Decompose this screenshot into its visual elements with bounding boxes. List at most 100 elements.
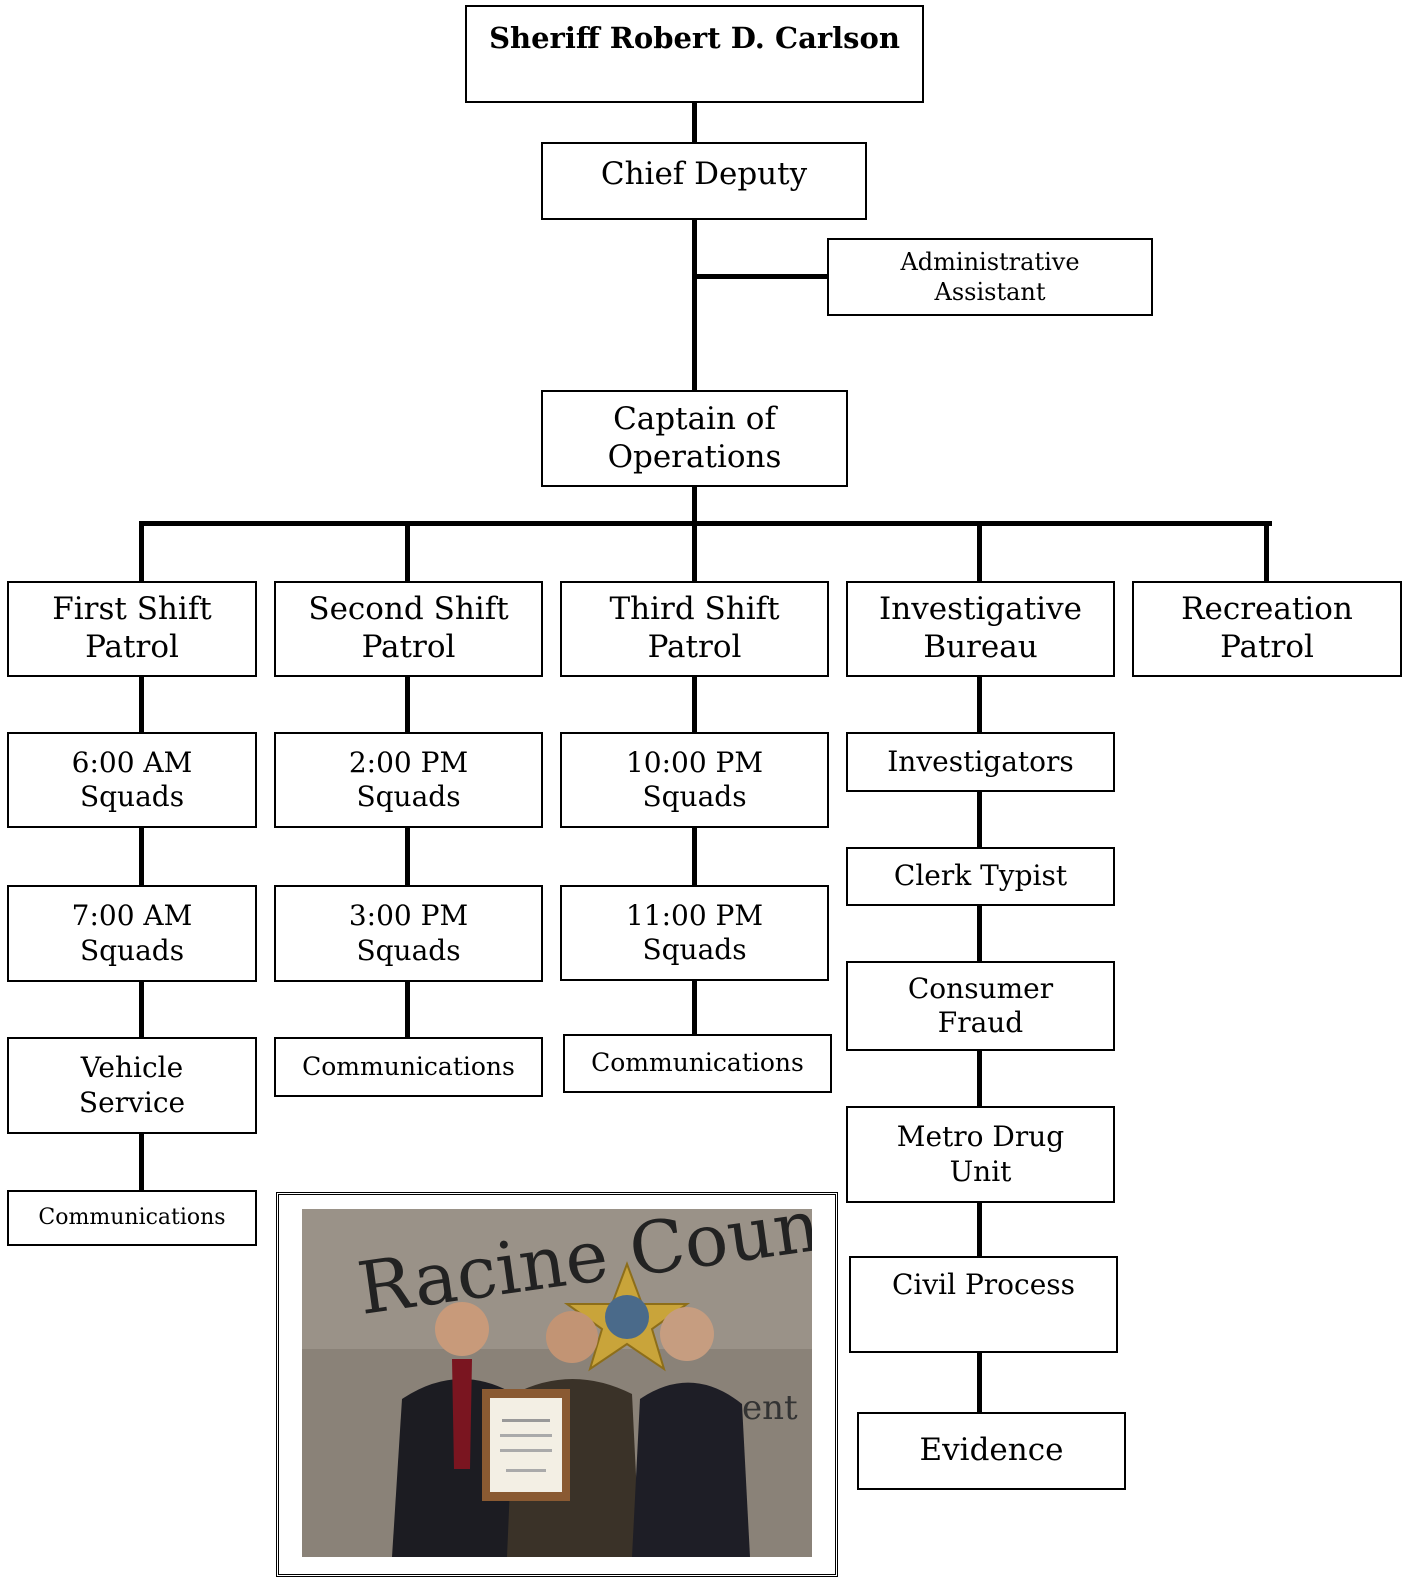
squad-label: Squads <box>642 933 747 966</box>
person-middle-head <box>546 1311 598 1363</box>
chief-deputy-box: Chief Deputy <box>541 142 867 220</box>
connector <box>1264 521 1269 583</box>
connector <box>977 1050 982 1108</box>
connector <box>405 981 410 1039</box>
metro-drug-line2: Unit <box>949 1154 1012 1188</box>
admin-assistant-box: Administrative Assistant <box>827 238 1153 316</box>
captain-line2: Operations <box>607 438 782 475</box>
person-left-head <box>435 1302 489 1356</box>
recreation-patrol-box: Recreation Patrol <box>1132 581 1402 677</box>
first-shift-box: First Shift Patrol <box>7 581 257 677</box>
squad-time: 2:00 PM <box>348 745 469 779</box>
person-right-suit <box>632 1382 750 1557</box>
vehicle-line2: Service <box>78 1085 186 1119</box>
civil-process-box: Civil Process <box>849 1256 1118 1353</box>
third-shift-line1: Third Shift <box>609 591 780 628</box>
connector <box>692 676 697 734</box>
first-shift-line2: Patrol <box>85 629 179 665</box>
chief-deputy-label: Chief Deputy <box>600 156 808 192</box>
connector <box>405 521 410 583</box>
vehicle-line1: Vehicle <box>80 1051 184 1085</box>
squad-label: Squads <box>79 933 185 967</box>
connector <box>977 1352 982 1414</box>
connector <box>139 521 1272 526</box>
squad-time: 10:00 PM <box>625 745 764 779</box>
squad-label: Squads <box>356 780 461 813</box>
admin-assistant-line2: Assistant <box>934 278 1046 306</box>
communications-label: Communications <box>591 1048 804 1078</box>
connector <box>405 676 410 734</box>
recreation-line1: Recreation <box>1181 591 1353 628</box>
admin-assistant-line1: Administrative <box>900 248 1080 276</box>
second-communications-box: Communications <box>274 1037 543 1097</box>
connector <box>977 905 982 963</box>
investigators-label: Investigators <box>887 744 1074 778</box>
certificate-icon <box>490 1398 562 1492</box>
person-left-tie <box>452 1359 472 1469</box>
photo-wall-text-2: ent <box>742 1388 798 1428</box>
seal-icon <box>605 1295 649 1339</box>
third-shift-line2: Patrol <box>647 629 742 665</box>
sheriff-box: Sheriff Robert D. Carlson <box>465 5 924 103</box>
consumer-fraud-box: Consumer Fraud <box>846 961 1115 1051</box>
vehicle-service-box: Vehicle Service <box>7 1037 257 1134</box>
squad-time: 11:00 PM <box>625 898 764 932</box>
second-squad-3pm-box: 3:00 PM Squads <box>274 885 543 982</box>
connector <box>692 218 697 392</box>
second-shift-box: Second Shift Patrol <box>274 581 543 677</box>
second-shift-line2: Patrol <box>361 629 456 665</box>
connector <box>692 102 697 144</box>
person-right-head <box>660 1307 714 1361</box>
squad-label: Squads <box>356 933 461 967</box>
third-communications-box: Communications <box>563 1034 832 1093</box>
first-squad-6am-box: 6:00 AM Squads <box>7 732 257 828</box>
consumer-fraud-line1: Consumer <box>907 971 1054 1005</box>
communications-label: Communications <box>38 1204 226 1230</box>
second-shift-line1: Second Shift <box>308 591 509 628</box>
first-squad-7am-box: 7:00 AM Squads <box>7 885 257 982</box>
clerk-typist-label: Clerk Typist <box>893 859 1068 893</box>
squad-time: 6:00 AM <box>71 745 193 779</box>
connector <box>692 486 697 524</box>
award-photo: Racine Coun ent <box>302 1209 812 1557</box>
investigators-box: Investigators <box>846 732 1115 792</box>
squad-label: Squads <box>642 780 747 813</box>
connector <box>977 791 982 849</box>
award-photo-frame: Racine Coun ent <box>276 1192 838 1577</box>
connector <box>139 521 144 583</box>
squad-time: 7:00 AM <box>71 899 193 933</box>
connector <box>692 274 830 279</box>
consumer-fraud-line2: Fraud <box>937 1006 1024 1039</box>
connector <box>692 980 697 1036</box>
third-squad-11pm-box: 11:00 PM Squads <box>560 885 829 981</box>
sheriff-label: Sheriff Robert D. Carlson <box>489 21 900 55</box>
first-shift-line1: First Shift <box>52 591 212 628</box>
captain-box: Captain of Operations <box>541 390 848 487</box>
third-squad-10pm-box: 10:00 PM Squads <box>560 732 829 828</box>
connector <box>692 827 697 887</box>
connector <box>139 676 144 734</box>
squad-label: Squads <box>79 780 185 813</box>
connector <box>139 827 144 887</box>
evidence-label: Evidence <box>919 1432 1064 1469</box>
connector <box>977 1202 982 1258</box>
second-squad-2pm-box: 2:00 PM Squads <box>274 732 543 828</box>
investigative-line2: Bureau <box>923 629 1038 665</box>
connector <box>139 981 144 1039</box>
connector <box>977 676 982 734</box>
evidence-box: Evidence <box>857 1412 1126 1490</box>
metro-drug-line1: Metro Drug <box>896 1120 1065 1154</box>
first-communications-box: Communications <box>7 1190 257 1246</box>
third-shift-box: Third Shift Patrol <box>560 581 829 677</box>
investigative-bureau-box: Investigative Bureau <box>846 581 1115 677</box>
metro-drug-unit-box: Metro Drug Unit <box>846 1106 1115 1203</box>
connector <box>977 521 982 583</box>
captain-line1: Captain of <box>613 400 776 437</box>
civil-process-label: Civil Process <box>891 1268 1076 1301</box>
communications-label: Communications <box>302 1051 515 1081</box>
connector <box>692 521 697 583</box>
investigative-line1: Investigative <box>879 591 1082 628</box>
recreation-line2: Patrol <box>1220 629 1314 665</box>
connector <box>405 827 410 887</box>
